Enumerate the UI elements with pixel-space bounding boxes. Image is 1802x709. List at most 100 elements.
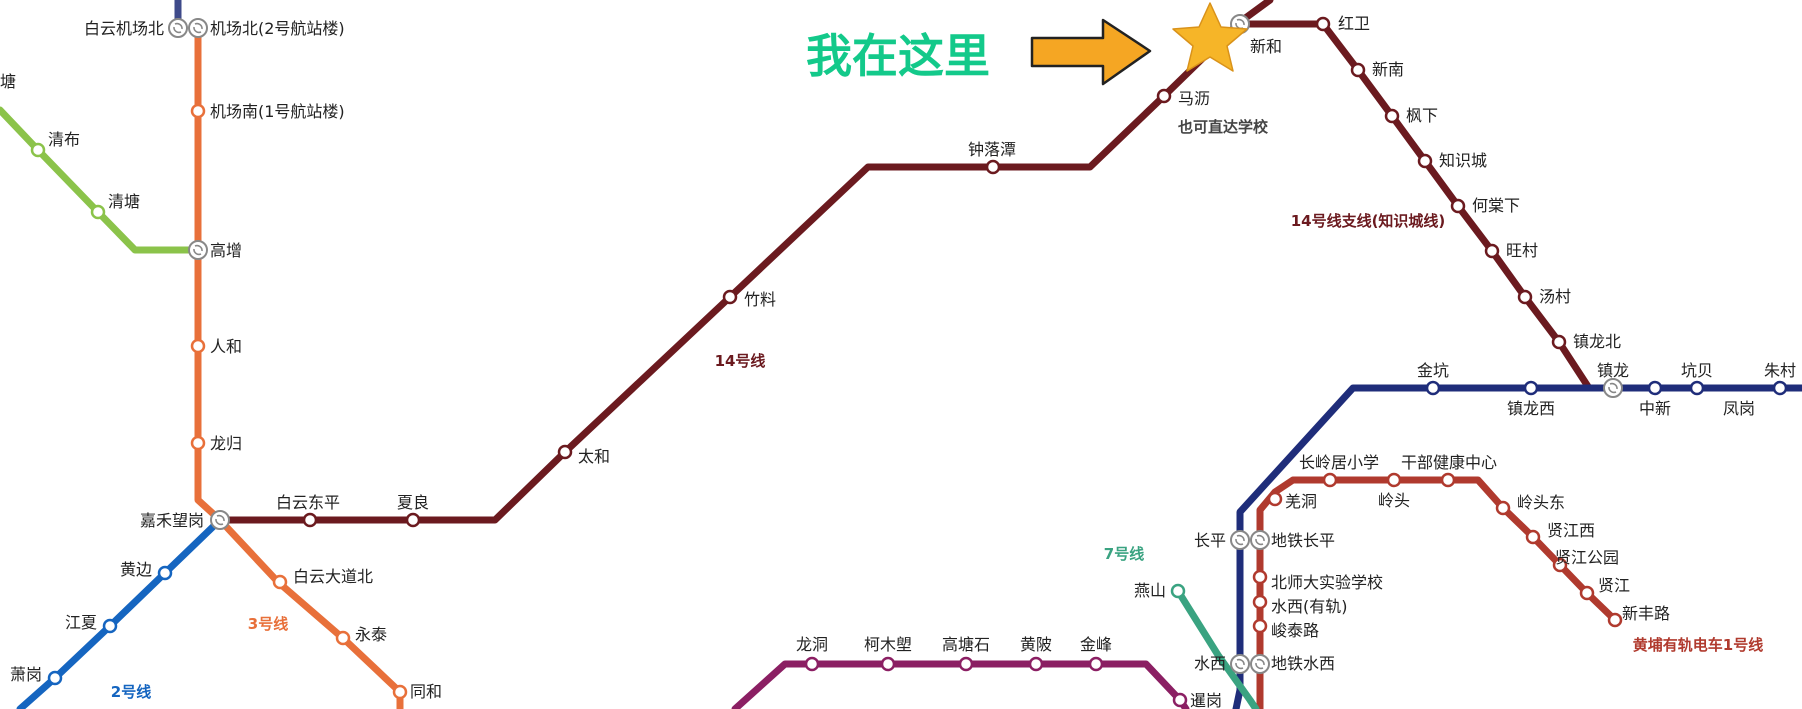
station-label-lingtoudong[interactable]: 岭头东: [1517, 493, 1565, 512]
station-label-longgui[interactable]: 龙归: [210, 434, 242, 453]
station-label-beishida[interactable]: 北师大实验学校: [1271, 573, 1383, 592]
interchange-zhenlong[interactable]: [1603, 378, 1623, 398]
station-label-hongwei[interactable]: 红卫: [1338, 14, 1370, 33]
station-label-yongtai[interactable]: 永泰: [355, 625, 387, 644]
interchange-gaozeng[interactable]: [188, 240, 208, 260]
station-label-xialiang[interactable]: 夏良: [397, 493, 429, 512]
station-label-changlingjuxiaoxue[interactable]: 长岭居小学: [1299, 453, 1379, 472]
interchange-shuixi[interactable]: [1230, 654, 1250, 674]
station-dot-lingtou[interactable]: [1386, 472, 1402, 488]
station-label-juntailu[interactable]: 峻泰路: [1271, 621, 1319, 640]
station-dot-zhucun[interactable]: [1772, 380, 1788, 396]
station-dot-xianjiangxi[interactable]: [1525, 529, 1541, 545]
station-label-tonghe[interactable]: 同和: [410, 682, 442, 701]
interchange-airport-n-t2[interactable]: [188, 18, 208, 38]
station-dot-longgui[interactable]: [190, 435, 206, 451]
station-label-xiaogang[interactable]: 萧岗: [10, 665, 42, 684]
interchange-ditie-changping[interactable]: [1250, 530, 1270, 550]
station-label-jiahewanggang[interactable]: 嘉禾望岗: [140, 511, 204, 530]
station-dot-fengxia[interactable]: [1384, 108, 1400, 124]
station-label-hetangxia[interactable]: 何棠下: [1472, 196, 1520, 215]
interchange-changping[interactable]: [1230, 530, 1250, 550]
station-label-zhenlongxi[interactable]: 镇龙西: [1507, 399, 1555, 418]
station-label-tang-partial[interactable]: 塘: [0, 72, 16, 91]
station-label-zhongluotan[interactable]: 钟落潭: [968, 140, 1016, 159]
station-label-ganbujiankang[interactable]: 干部健康中心: [1401, 453, 1497, 472]
station-dot-jinkeng[interactable]: [1425, 380, 1441, 396]
station-label-qingtang[interactable]: 清塘: [108, 192, 140, 211]
station-dot-xianjianggongyuan[interactable]: [1552, 557, 1568, 573]
station-label-taihe[interactable]: 太和: [578, 447, 610, 466]
station-dot-kengbei[interactable]: [1689, 380, 1705, 396]
station-label-jiangxia[interactable]: 江夏: [65, 613, 97, 632]
station-label-yanshan[interactable]: 燕山: [1134, 581, 1166, 600]
station-dot-xiaogang[interactable]: [47, 670, 63, 686]
station-label-renhe[interactable]: 人和: [210, 337, 242, 356]
station-dot-zhongxin[interactable]: [1647, 380, 1663, 396]
station-label-huangbian[interactable]: 黄边: [120, 560, 152, 579]
interchange-ditie-shuixi[interactable]: [1250, 654, 1270, 674]
station-dot-taihe[interactable]: [557, 444, 573, 460]
station-dot-xinfenglu[interactable]: [1607, 612, 1623, 628]
station-dot-xianjiang[interactable]: [1579, 585, 1595, 601]
station-dot-zhishicheng[interactable]: [1417, 153, 1433, 169]
station-label-xianjianggongyuan[interactable]: 贤江公园: [1555, 548, 1619, 567]
station-dot-zhuliao[interactable]: [722, 289, 738, 305]
station-label-ditie-shuixi[interactable]: 地铁水西: [1271, 654, 1335, 673]
station-dot-yanshan[interactable]: [1170, 583, 1186, 599]
station-label-zhishicheng[interactable]: 知识城: [1439, 151, 1487, 170]
station-label-xinfenglu[interactable]: 新丰路: [1622, 604, 1670, 623]
station-label-baiyun-airport-n[interactable]: 白云机场北: [84, 19, 164, 38]
station-label-wangcun[interactable]: 旺村: [1506, 241, 1538, 260]
station-label-baiyundongping[interactable]: 白云东平: [276, 493, 340, 512]
station-label-zhuliao[interactable]: 竹料: [744, 290, 776, 309]
station-label-qiandong[interactable]: 羌洞: [1285, 492, 1317, 511]
station-dot-kemulang[interactable]: [880, 656, 896, 672]
station-dot-huangbei[interactable]: [1028, 656, 1044, 672]
station-dot-gaotangshi[interactable]: [958, 656, 974, 672]
station-label-zhucun[interactable]: 朱村: [1764, 361, 1796, 380]
station-label-tangcun[interactable]: 汤村: [1539, 287, 1571, 306]
station-label-huangbei[interactable]: 黄陂: [1020, 635, 1052, 654]
station-dot-zhenlongbei[interactable]: [1551, 334, 1567, 350]
station-dot-airport-s[interactable]: [190, 103, 206, 119]
station-dot-baiyundongping[interactable]: [302, 512, 318, 528]
station-label-changping[interactable]: 长平: [1194, 531, 1226, 550]
station-dot-tangcun[interactable]: [1517, 289, 1533, 305]
station-dot-mali[interactable]: [1156, 88, 1172, 104]
station-dot-qingbu[interactable]: [30, 142, 46, 158]
station-dot-qiandong[interactable]: [1267, 491, 1283, 507]
station-dot-renhe[interactable]: [190, 338, 206, 354]
station-label-xianjiangxi[interactable]: 贤江西: [1547, 521, 1595, 540]
station-label-longdong[interactable]: 龙洞: [796, 635, 828, 654]
station-dot-huangbian[interactable]: [157, 565, 173, 581]
station-label-shuixi[interactable]: 水西: [1194, 654, 1226, 673]
station-dot-jinfeng[interactable]: [1088, 656, 1104, 672]
station-label-xinhe[interactable]: 新和: [1250, 37, 1282, 56]
station-label-fenggang[interactable]: 凤岗: [1723, 399, 1755, 418]
station-label-lingtou[interactable]: 岭头: [1378, 491, 1410, 510]
station-dot-zhenlongxi[interactable]: [1523, 380, 1539, 396]
station-dot-juntailu[interactable]: [1252, 618, 1268, 634]
station-label-jinkeng[interactable]: 金坑: [1417, 361, 1449, 380]
station-label-gaotangshi[interactable]: 高塘石: [942, 635, 990, 654]
station-dot-xiagang[interactable]: [1172, 692, 1188, 708]
interchange-baiyun-airport-n[interactable]: [168, 18, 188, 38]
station-dot-beishida[interactable]: [1252, 569, 1268, 585]
station-label-qingbu[interactable]: 清布: [48, 130, 80, 149]
interchange-jiahewanggang[interactable]: [210, 510, 230, 530]
station-dot-zhongluotan[interactable]: [985, 159, 1001, 175]
station-dot-xinnan[interactable]: [1350, 62, 1366, 78]
station-label-kengbei[interactable]: 坑贝: [1681, 361, 1713, 380]
station-label-mali[interactable]: 马沥: [1178, 89, 1210, 108]
station-label-xianjiang[interactable]: 贤江: [1598, 576, 1630, 595]
station-dot-qingtang[interactable]: [90, 204, 106, 220]
station-dot-changlingjuxiaoxue[interactable]: [1322, 472, 1338, 488]
station-dot-tonghe[interactable]: [392, 684, 408, 700]
station-dot-hongwei[interactable]: [1315, 16, 1331, 32]
station-label-airport-n-t2[interactable]: 机场北(2号航站楼): [210, 19, 345, 38]
station-label-xinnan[interactable]: 新南: [1372, 60, 1404, 79]
station-label-baiyundadaobei[interactable]: 白云大道北: [293, 567, 373, 586]
station-label-kemulang[interactable]: 柯木塱: [864, 635, 912, 654]
station-label-shuixi-tram[interactable]: 水西(有轨): [1271, 597, 1348, 616]
